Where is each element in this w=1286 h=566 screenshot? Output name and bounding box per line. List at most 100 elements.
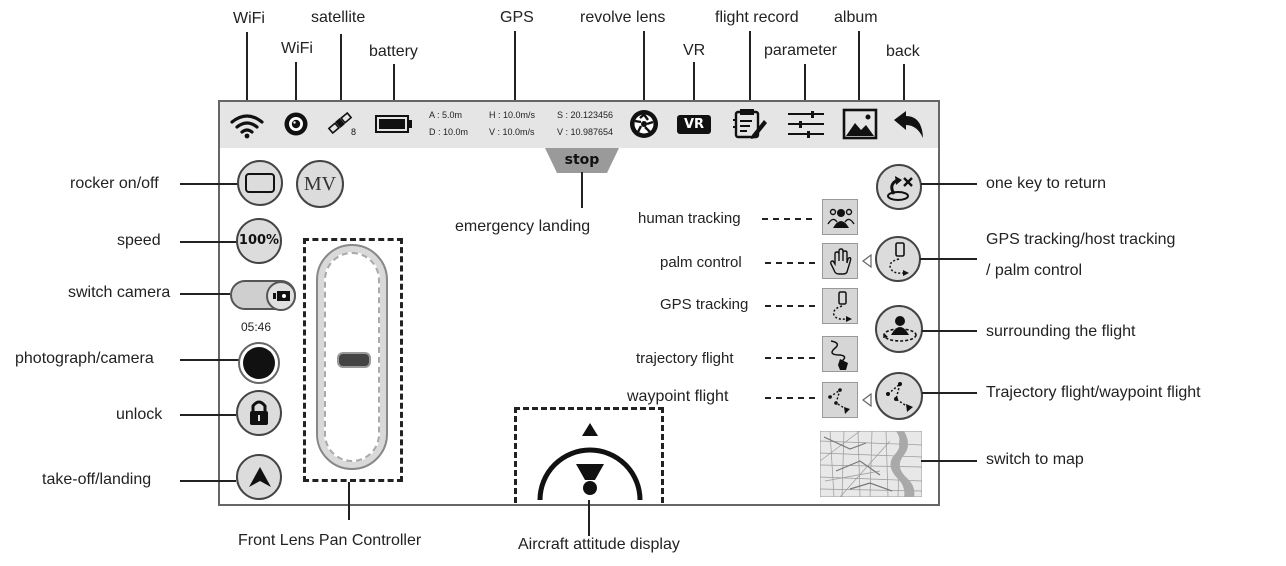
- label-wifi: WiFi: [233, 10, 265, 27]
- label-wifi-camera: WiFi: [281, 40, 313, 57]
- shutter-button[interactable]: [238, 342, 280, 384]
- label-back: back: [886, 43, 920, 60]
- telemetry-v2: V : 10.987654: [557, 127, 614, 137]
- surround-icon: [883, 316, 917, 342]
- map-thumbnail[interactable]: [820, 431, 922, 497]
- leader-map: [921, 460, 977, 462]
- pan-controller-track[interactable]: [316, 244, 388, 470]
- leader-unlock: [180, 414, 236, 416]
- record-timer: 05:46: [241, 320, 272, 334]
- wifi-icon[interactable]: [229, 111, 265, 139]
- leader-human-tracking: [762, 218, 812, 220]
- leader-takeoff: [180, 480, 236, 482]
- label-palm-control: palm control: [660, 254, 742, 271]
- stop-button[interactable]: stop: [545, 148, 619, 174]
- label-satellite: satellite: [311, 9, 366, 26]
- label-one-key-return: one key to return: [986, 175, 1107, 192]
- leader-wifi-camera: [295, 62, 297, 106]
- leader-trajectory-flight: [765, 357, 815, 359]
- pan-controller-frame: [303, 238, 403, 482]
- label-rocker: rocker on/off: [70, 175, 159, 192]
- leader-gps-tracking: [765, 305, 815, 307]
- label-unlock: unlock: [116, 406, 163, 423]
- palm-control-button[interactable]: [822, 243, 858, 279]
- leader-surround: [922, 330, 977, 332]
- camera-switch-toggle[interactable]: [230, 280, 296, 311]
- palm-icon: [830, 248, 852, 275]
- leader-satellite: [340, 34, 342, 106]
- shutter-icon: [243, 347, 275, 379]
- album-icon[interactable]: [842, 108, 878, 140]
- waypoint-expand-arrow: [862, 393, 872, 407]
- label-gps: GPS: [500, 9, 534, 26]
- trajectory-waypoint-button[interactable]: [875, 372, 923, 420]
- wifi-camera-icon[interactable]: [283, 111, 309, 137]
- human-tracking-icon: [827, 208, 855, 228]
- telemetry-h: H : 10.0m/s: [489, 110, 536, 120]
- label-switch-map: switch to map: [986, 451, 1084, 468]
- telemetry-s: S : 20.123456: [557, 110, 614, 120]
- attitude-indicator: [537, 423, 643, 501]
- palm-expand-arrow: [862, 254, 872, 268]
- leader-attitude: [588, 500, 590, 536]
- label-takeoff: take-off/landing: [42, 471, 152, 488]
- back-icon[interactable]: [892, 110, 926, 140]
- leader-battery: [393, 64, 395, 108]
- satellite-icon: 8: [327, 111, 356, 137]
- leader-photograph: [180, 359, 240, 361]
- one-key-return-button[interactable]: [876, 164, 922, 210]
- parameter-icon[interactable]: [787, 110, 825, 138]
- satellite-count: 8: [351, 127, 356, 137]
- unlock-button[interactable]: [236, 390, 282, 436]
- label-trajectory-waypoint: Trajectory flight/waypoint flight: [986, 384, 1201, 401]
- label-flight-record: flight record: [715, 9, 799, 26]
- speed-button[interactable]: 100%: [236, 218, 282, 264]
- human-tracking-button[interactable]: [822, 199, 858, 235]
- flight-record-icon[interactable]: [733, 108, 769, 140]
- battery-icon: [375, 115, 412, 133]
- camera-switch-icon: [273, 291, 290, 301]
- rocker-toggle-button[interactable]: [237, 160, 283, 206]
- leader-emergency-landing: [581, 172, 583, 208]
- gps-tracking-button[interactable]: [822, 288, 858, 324]
- label-gps-tracking: GPS tracking: [660, 296, 749, 313]
- gps-host-tracking-icon: [889, 242, 909, 276]
- trajectory-flight-button[interactable]: [822, 336, 858, 372]
- mv-button[interactable]: MV: [296, 160, 344, 208]
- stop-label: stop: [565, 152, 600, 168]
- leader-revolve-lens: [643, 31, 645, 106]
- trajectory-waypoint-icon: [886, 381, 913, 412]
- gps-host-palm-button[interactable]: [875, 236, 921, 282]
- label-vr: VR: [683, 42, 706, 59]
- telemetry-d: D : 10.0m: [429, 127, 469, 137]
- label-speed: speed: [117, 232, 161, 249]
- trajectory-icon: [830, 340, 848, 370]
- leader-gps: [514, 31, 516, 106]
- camera-switch-knob: [266, 281, 296, 311]
- gps-tracking-icon: [832, 291, 852, 322]
- telemetry-v: V : 10.0m/s: [489, 127, 535, 137]
- label-gps-host-palm-line2: / palm control: [986, 262, 1083, 279]
- leader-flight-record: [749, 31, 751, 107]
- leader-vr: [693, 62, 695, 110]
- leader-parameter: [804, 64, 806, 108]
- attitude-frame: [514, 407, 664, 503]
- revolve-lens-icon[interactable]: [628, 108, 660, 140]
- surround-flight-button[interactable]: [875, 305, 923, 353]
- vr-icon[interactable]: VR: [677, 115, 711, 134]
- leader-gps-host-palm: [920, 258, 977, 260]
- takeoff-icon: [249, 467, 271, 487]
- label-emergency-landing: emergency landing: [455, 218, 591, 235]
- leader-waypoint-flight: [765, 397, 815, 399]
- takeoff-landing-button[interactable]: [236, 454, 282, 500]
- label-trajectory-flight: trajectory flight: [636, 350, 734, 367]
- leader-rocker: [180, 183, 238, 185]
- leader-wifi: [246, 32, 248, 106]
- return-home-icon: [887, 176, 913, 201]
- pan-controller-knob[interactable]: [337, 352, 371, 368]
- waypoint-flight-button[interactable]: [822, 382, 858, 418]
- rocker-icon: [245, 173, 275, 193]
- leader-back: [903, 64, 905, 108]
- label-waypoint-flight: waypoint flight: [627, 388, 729, 405]
- label-parameter: parameter: [764, 42, 837, 59]
